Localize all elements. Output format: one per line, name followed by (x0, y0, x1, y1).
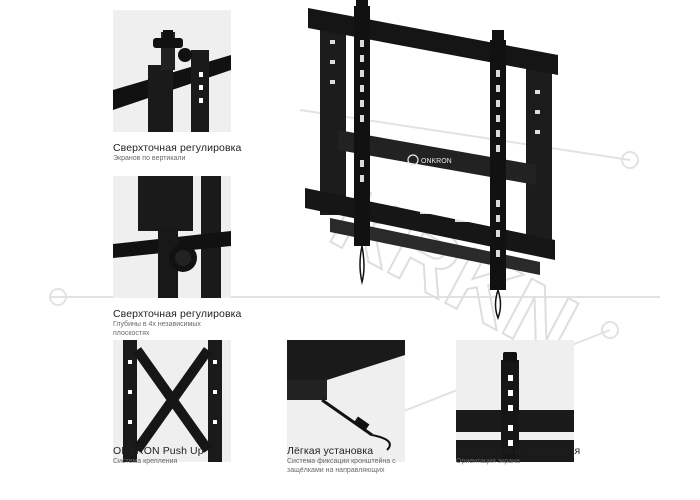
feature-image-push-up (113, 340, 231, 462)
knob-icon (503, 352, 517, 362)
feature-subtitle: Экранов по вертикали (113, 155, 186, 162)
feature-subtitle: Ориентация экрана (456, 458, 520, 465)
brand-logo: ONKRON (421, 158, 452, 165)
knob-icon (153, 38, 183, 48)
feature-image-orientation (456, 340, 574, 462)
feature-image-vertical-adjust (113, 10, 231, 132)
feature-title: Сверхточная регулировка (113, 308, 242, 320)
feature-subtitle: Система фиксации кронштейна с защёлками … (287, 458, 396, 474)
feature-title: Лёгкая установка (287, 445, 374, 457)
feature-title: Альбомная и портретная (456, 445, 581, 457)
feature-title: Сверхточная регулировка (113, 142, 242, 154)
onkron-logo-icon (407, 154, 419, 166)
hero-product-image: ONKRON (305, 0, 558, 320)
feature-subtitle: Система крепления (113, 458, 178, 465)
feature-image-depth-adjust (113, 176, 231, 298)
feature-image-easy-install (287, 340, 405, 462)
feature-subtitle: Глубины в 4х независимых плоскостях (113, 321, 201, 337)
feature-title: ONKRON Push Up (113, 445, 204, 457)
